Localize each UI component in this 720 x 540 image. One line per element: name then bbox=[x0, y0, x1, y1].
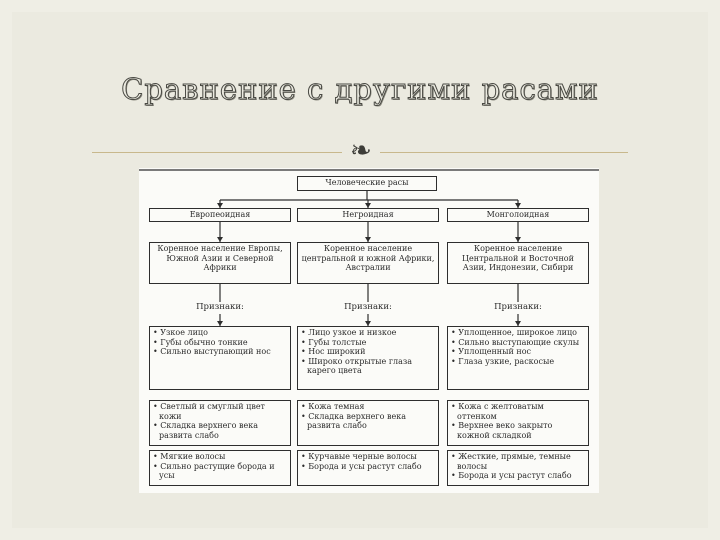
trait-list: Уплощенное, широкое лицоСильно выступающ… bbox=[451, 328, 585, 366]
trait-text: Нос широкий bbox=[308, 347, 366, 356]
trait-group-box-2-1: Кожа с желтоватым оттенкомВерхнее веко з… bbox=[447, 400, 589, 446]
trait-item: Мягкие волосы bbox=[153, 452, 287, 462]
arrow-hab-2 bbox=[515, 237, 521, 242]
habitat-text: Коренное население центральной и южной А… bbox=[301, 244, 435, 272]
trait-group-box-0-0: Узкое лицоГубы обычно тонкиеСильно высту… bbox=[149, 326, 291, 390]
root-label: Человеческие расы bbox=[325, 178, 409, 187]
signs-label-2: Признаки: bbox=[447, 302, 589, 312]
trait-text: Широко открытые глаза карего цвета bbox=[307, 356, 412, 376]
trait-item: Губы толстые bbox=[301, 338, 435, 348]
arrow-g0-2 bbox=[515, 321, 521, 326]
signs-label-0: Признаки: bbox=[149, 302, 291, 312]
trait-text: Сильно растущие борода и усы bbox=[159, 461, 275, 481]
trait-item: Складка верхнего века развита слабо bbox=[301, 412, 435, 431]
trait-item: Борода и усы растут слабо bbox=[301, 462, 435, 472]
race-name: Европеоидная bbox=[189, 210, 251, 219]
trait-text: Лицо узкое и низкое bbox=[308, 328, 397, 337]
diagram-connectors bbox=[139, 169, 599, 326]
habitat-box-1: Коренное население центральной и южной А… bbox=[297, 242, 439, 284]
race-name-box-2: Монголоидная bbox=[447, 208, 589, 222]
trait-text: Губы обычно тонкие bbox=[160, 337, 248, 347]
title-rule-right bbox=[380, 152, 628, 153]
habitat-text: Коренное население Центральной и Восточн… bbox=[462, 244, 574, 272]
trait-item: Кожа темная bbox=[301, 402, 435, 412]
trait-group-box-1-0: Лицо узкое и низкоеГубы толстыеНос широк… bbox=[297, 326, 439, 390]
trait-group-box-2-2: Жесткие, прямые, темные волосыБорода и у… bbox=[447, 450, 589, 486]
habitat-text: Коренное население Европы, Южной Азии и … bbox=[157, 244, 283, 272]
trait-text: Сильно выступающие скулы bbox=[458, 337, 580, 347]
trait-list: Курчавые черные волосыБорода и усы расту… bbox=[301, 452, 435, 471]
trait-list: Лицо узкое и низкоеГубы толстыеНос широк… bbox=[301, 328, 435, 376]
trait-text: Губы толстые bbox=[308, 337, 367, 347]
trait-item: Светлый и смуглый цвет кожи bbox=[153, 402, 287, 421]
arrow-hab-0 bbox=[217, 237, 223, 242]
trait-list: Узкое лицоГубы обычно тонкиеСильно высту… bbox=[153, 328, 287, 357]
trait-text: Складка верхнего века развита слабо bbox=[159, 421, 258, 440]
trait-item: Уплощенное, широкое лицо bbox=[451, 328, 585, 338]
race-name: Негроидная bbox=[342, 210, 394, 219]
trait-item: Сильно выступающий нос bbox=[153, 347, 287, 357]
trait-text: Узкое лицо bbox=[160, 328, 208, 337]
race-name-box-1: Негроидная bbox=[297, 208, 439, 222]
race-name: Монголоидная bbox=[486, 210, 550, 219]
trait-text: Светлый и смуглый цвет кожи bbox=[159, 402, 265, 421]
arrow-hab-1 bbox=[365, 237, 371, 242]
trait-item: Курчавые черные волосы bbox=[301, 452, 435, 462]
trait-item: Складка верхнего века развита слабо bbox=[153, 421, 287, 440]
trait-list: Мягкие волосыСильно растущие борода и ус… bbox=[153, 452, 287, 481]
trait-text: Верхнее веко закрыто кожной складкой bbox=[457, 421, 553, 440]
trait-group-box-0-2: Мягкие волосыСильно растущие борода и ус… bbox=[149, 450, 291, 486]
trait-text: Борода и усы растут слабо bbox=[308, 461, 422, 471]
habitat-box-0: Коренное население Европы, Южной Азии и … bbox=[149, 242, 291, 284]
arrow-name-1 bbox=[365, 203, 371, 208]
title-rule-left bbox=[92, 152, 342, 153]
trait-group-box-2-0: Уплощенное, широкое лицоСильно выступающ… bbox=[447, 326, 589, 390]
trait-item: Уплощенный нос bbox=[451, 347, 585, 357]
trait-text: Курчавые черные волосы bbox=[308, 452, 417, 461]
signs-label-text: Признаки: bbox=[196, 302, 244, 312]
trait-group-box-1-1: Кожа темнаяСкладка верхнего века развита… bbox=[297, 400, 439, 446]
signs-label-1: Признаки: bbox=[297, 302, 439, 312]
arrow-g0-1 bbox=[365, 321, 371, 326]
trait-item: Жесткие, прямые, темные волосы bbox=[451, 452, 585, 471]
trait-text: Жесткие, прямые, темные волосы bbox=[457, 452, 571, 471]
trait-text: Глаза узкие, раскосые bbox=[458, 356, 555, 366]
trait-list: Кожа темнаяСкладка верхнего века развита… bbox=[301, 402, 435, 431]
trait-item: Нос широкий bbox=[301, 347, 435, 357]
trait-text: Уплощенный нос bbox=[458, 347, 531, 356]
trait-text: Складка верхнего века развита слабо bbox=[307, 411, 406, 431]
arrow-name-2 bbox=[515, 203, 521, 208]
trait-item: Глаза узкие, раскосые bbox=[451, 357, 585, 367]
trait-list: Жесткие, прямые, темные волосыБорода и у… bbox=[451, 452, 585, 481]
signs-label-text: Признаки: bbox=[494, 302, 542, 312]
race-name-box-0: Европеоидная bbox=[149, 208, 291, 222]
trait-item: Узкое лицо bbox=[153, 328, 287, 338]
habitat-box-2: Коренное население Центральной и Восточн… bbox=[447, 242, 589, 284]
ornament-icon: ❧ bbox=[350, 136, 372, 166]
trait-text: Уплощенное, широкое лицо bbox=[458, 328, 577, 337]
signs-label-text: Признаки: bbox=[344, 302, 392, 312]
trait-group-box-1-2: Курчавые черные волосыБорода и усы расту… bbox=[297, 450, 439, 486]
arrow-g0-0 bbox=[217, 321, 223, 326]
trait-text: Кожа с желтоватым оттенком bbox=[457, 402, 544, 421]
slide-title: Сравнение с другими расами bbox=[121, 72, 599, 107]
trait-item: Губы обычно тонкие bbox=[153, 338, 287, 348]
arrow-name-0 bbox=[217, 203, 223, 208]
trait-text: Борода и усы растут слабо bbox=[458, 471, 572, 480]
root-node: Человеческие расы bbox=[297, 176, 437, 191]
trait-group-box-0-1: Светлый и смуглый цвет кожиСкладка верхн… bbox=[149, 400, 291, 446]
trait-text: Сильно выступающий нос bbox=[160, 347, 271, 356]
trait-item: Лицо узкое и низкое bbox=[301, 328, 435, 338]
trait-item: Кожа с желтоватым оттенком bbox=[451, 402, 585, 421]
trait-item: Сильно выступающие скулы bbox=[451, 338, 585, 348]
trait-list: Светлый и смуглый цвет кожиСкладка верхн… bbox=[153, 402, 287, 440]
trait-item: Верхнее веко закрыто кожной складкой bbox=[451, 421, 585, 440]
trait-list: Кожа с желтоватым оттенкомВерхнее веко з… bbox=[451, 402, 585, 440]
trait-item: Широко открытые глаза карего цвета bbox=[301, 357, 435, 376]
trait-text: Мягкие волосы bbox=[160, 452, 226, 461]
trait-text: Кожа темная bbox=[308, 402, 365, 411]
trait-item: Борода и усы растут слабо bbox=[451, 471, 585, 481]
trait-item: Сильно растущие борода и усы bbox=[153, 462, 287, 481]
